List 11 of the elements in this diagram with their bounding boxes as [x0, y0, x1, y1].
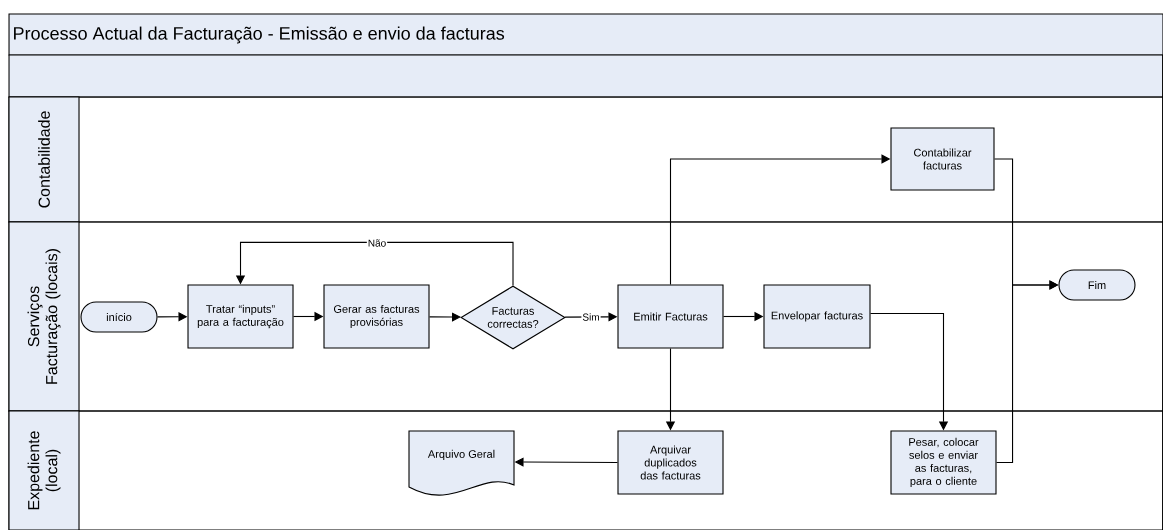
process-box: Arquivar duplicados das facturas: [617, 430, 724, 495]
process-box: Gerar as facturas provisórias: [323, 284, 430, 349]
process-box: Emitir Facturas: [617, 284, 724, 349]
process-box: Envelopar facturas: [763, 284, 871, 349]
process-box: Tratar “inputs” para a facturação: [187, 284, 294, 349]
title: Processo Actual da Facturação - Emissão e envio da facturas: [14, 26, 505, 44]
process-box: Contabilizar facturas: [890, 127, 995, 191]
edge-label: Sim: [581, 312, 601, 322]
edge-label: Não: [366, 238, 388, 248]
arrow: [429, 312, 461, 322]
process-box: Pesar, colocar selos e enviar as facturas, para o cliente: [890, 430, 997, 495]
